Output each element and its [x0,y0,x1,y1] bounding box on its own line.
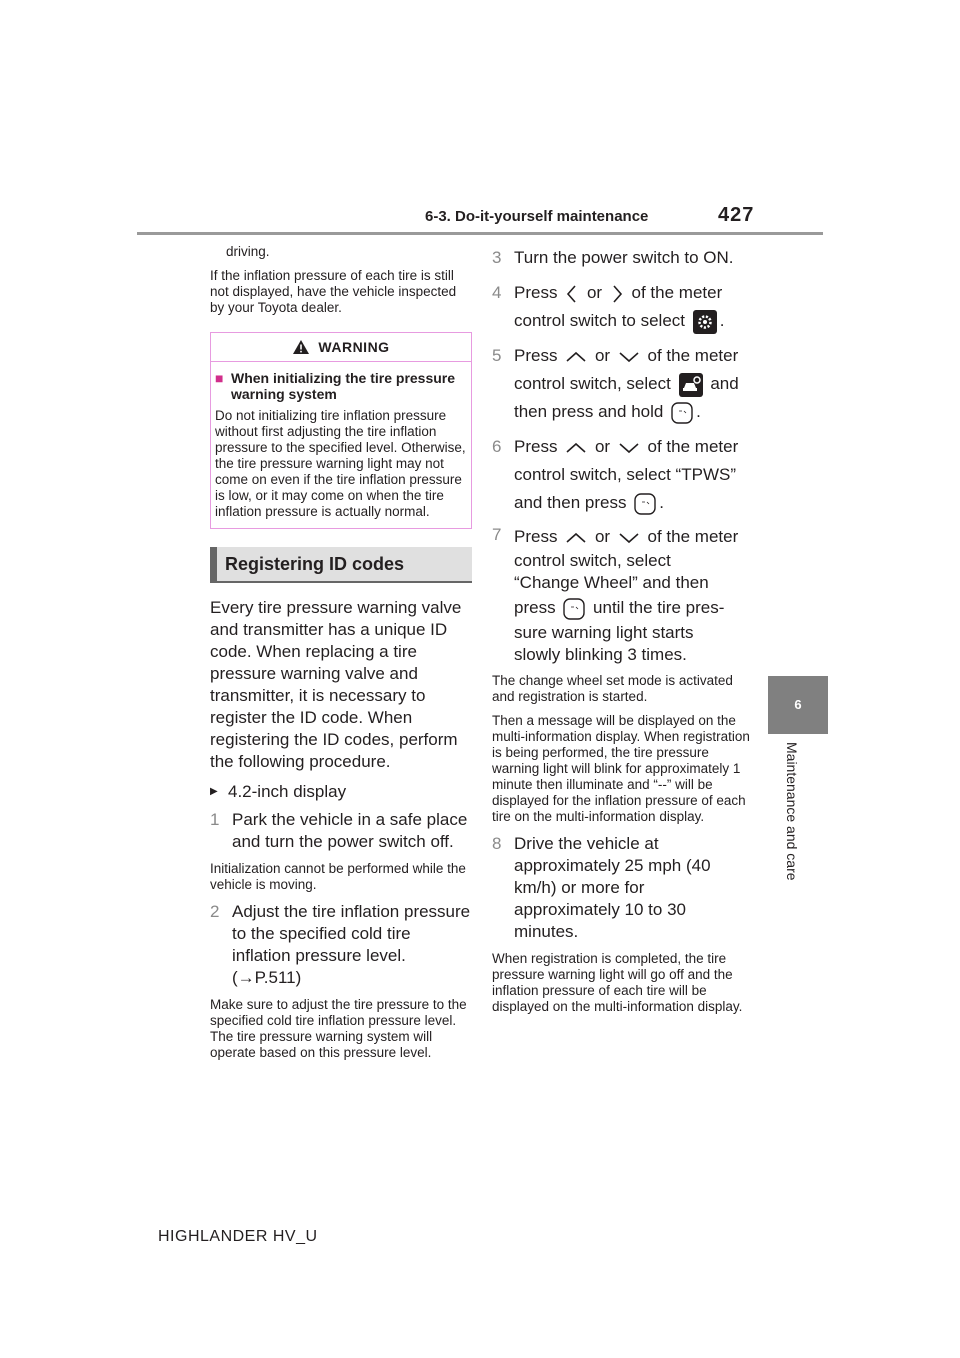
step-text: Press [514,346,558,365]
step-text: and then press [514,493,627,512]
step-text: and [710,374,739,393]
note-completed: When registration is completed, the tire… [492,951,743,1014]
step-text: of the meter [631,283,723,302]
step-text: or [594,437,611,456]
step-number: 7 [492,525,502,544]
step-text: . [719,311,725,330]
right-column: 3 Turn the power switch to ON. 4 Press o… [492,244,752,1023]
step-text: or [594,527,611,546]
page-reference-link[interactable]: (→P.511) [232,968,302,987]
section-heading-text: Registering ID codes [225,553,405,574]
warning-title: ■ When initializing the tire pressure wa… [215,370,467,402]
step-1: 1 Park the vehicle in a safe place and t… [210,809,472,853]
step-number: 2 [210,902,220,921]
page-number: 427 [718,204,755,226]
step-text: Adjust the tire inflation pressure to th… [232,901,472,989]
chevron-up-icon [566,442,586,453]
chevron-down-icon [619,532,639,543]
step-number: 5 [492,346,502,365]
warning-header: WARNING [211,333,471,362]
step-number: 1 [210,810,220,829]
note-mode-activated: The change wheel set mode is activated a… [492,673,733,704]
step-8: 8 Drive the vehicle at approximately 25 … [492,833,752,943]
ok-button-icon [671,401,693,424]
chevron-up-icon [566,351,586,362]
warning-title-text: When initializing the tire pressure warn… [231,370,456,402]
note-message: Then a message will be displayed on the … [492,713,750,824]
display-type-text: 4.2-inch display [228,782,347,801]
step-6: 6 Press or of the meter control switch, … [492,433,752,517]
step-text: control switch, select [514,551,671,570]
step-text: Drive the vehicle at approximately 25 mp… [514,834,711,941]
step-text: Press [514,283,558,302]
footer-model: HIGHLANDER HV_U [158,1228,318,1245]
step-text: until the tire pres- [593,598,725,617]
chapter-label: Maintenance and care [768,742,828,942]
step-text: control switch, select “TPWS” [514,465,736,484]
gear-icon [692,309,717,334]
step-text: control switch, select [514,374,671,393]
step-number: 3 [492,248,502,267]
chevron-right-icon [613,284,622,303]
step-5: 5 Press or of the meter control switch, … [492,342,752,426]
display-type-bullet: ▶ 4.2-inch display [210,781,472,803]
intro-text: Every tire pressure warning valve and tr… [210,598,462,771]
header-rule [137,232,823,235]
step-text: “Change Wheel” and then [514,573,709,592]
note-dealer: If the inflation pressure of each tire i… [210,268,457,315]
step-text: of the meter [647,527,739,546]
warning-text: Do not initializing tire inflation press… [215,408,466,519]
step-3: 3 Turn the power switch to ON. [492,244,752,272]
note-adjust: Make sure to adjust the tire pressure to… [210,997,467,1060]
section-title: 6-3. Do-it-yourself maintenance [425,208,649,225]
step-number: 4 [492,283,502,302]
triangle-bullet-icon: ▶ [210,786,218,797]
chevron-down-icon [619,442,639,453]
step-text: control switch to select [514,311,686,330]
step-text: then press and hold [514,402,664,421]
note-initialization: Initialization cannot be performed while… [210,861,466,892]
step-text: . [696,402,701,421]
warning-triangle-icon [293,340,310,354]
step-text: of the meter [647,346,739,365]
step-text: slowly blinking 3 times. [514,645,687,664]
step-text: sure warning light starts [514,623,694,642]
chapter-label-text: Maintenance and care [784,742,800,881]
continued-text: driving. [226,244,270,259]
step-text: Turn the power switch to ON. [514,248,734,267]
left-column: driving. If the inflation pressure of ea… [210,244,472,1069]
step-number: 6 [492,437,502,456]
step-text: or [586,283,603,302]
step-text: or [594,346,611,365]
step-7: 7 Press or of the meter control switch, … [492,524,752,666]
ok-button-icon [563,597,586,620]
section-heading: Registering ID codes [210,547,472,583]
step-number: 8 [492,834,502,853]
step-text: Park the vehicle in a safe place and tur… [232,810,468,851]
warning-box: WARNING ■ When initializing the tire pre… [210,332,472,529]
chevron-down-icon [619,351,639,362]
warning-label: WARNING [318,339,390,355]
step-4: 4 Press or of the meter control switch t… [492,279,752,335]
vehicle-settings-icon [678,372,703,397]
step-2-text: Adjust the tire inflation pressure to th… [232,902,471,965]
step-text: of the meter [647,437,739,456]
step-text: press [514,598,556,617]
step-text: Press [514,527,558,546]
ok-button-icon [634,492,656,515]
step-2: 2 Adjust the tire inflation pressure to … [210,901,472,989]
step-text: . [659,493,664,512]
square-bullet-icon: ■ [215,370,224,386]
chevron-up-icon [566,532,586,543]
chevron-left-icon [567,284,576,303]
chapter-tab[interactable]: 6 [768,676,828,734]
step-text: Press [514,437,558,456]
